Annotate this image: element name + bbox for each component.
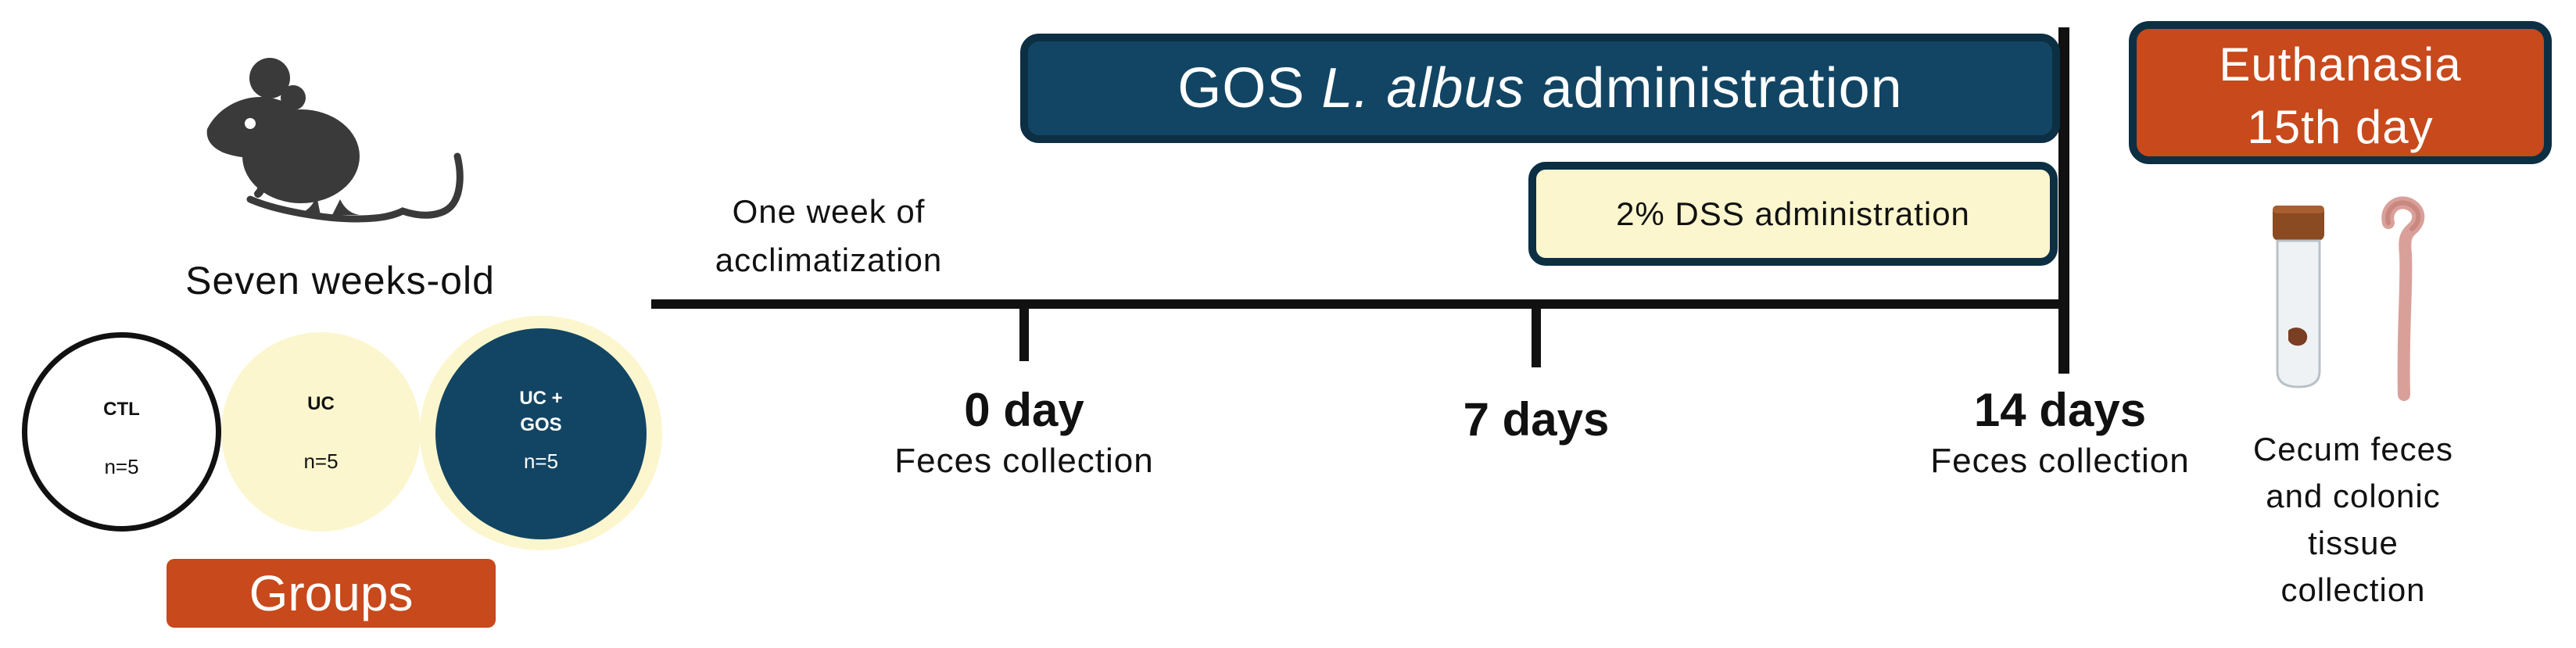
acclimatization-line2: acclimatization [715,242,943,278]
collection-line1: Cecum feces [2252,431,2454,467]
dss-administration-box: 2% DSS administration [1528,162,2058,266]
gos-species: L. albus [1321,57,1525,120]
collection-label: Cecum feces and colonic tissue collectio… [2220,426,2486,614]
group-uc-gos-label-line1: UC + [519,388,563,409]
group-ctl-circle: CTL n=5 [22,332,221,532]
euthanasia-line1: Euthanasia [2219,38,2462,91]
milestone-day-14: 14 days [1973,384,2147,436]
group-uc-gos-label-line2: GOS [520,414,562,435]
collection-line2: and colonic [2266,478,2441,514]
groups-title: Groups [167,559,496,628]
gos-suffix: administration [1524,57,1903,120]
colonic-tissue-icon [2381,196,2425,401]
mouse-icon [206,58,464,223]
milestone-day-7: 7 days [1463,393,1610,446]
sample-tube-icon [2273,206,2324,388]
milestone-day-14-note: Feces collection [1930,442,2190,480]
group-uc-gos-circle: UC + GOS n=5 [435,328,647,539]
group-uc-label: UC [307,393,335,414]
collection-line4: collection [2280,571,2426,608]
acclimatization-label: One week of acclimatization [672,188,985,285]
milestone-day-0: 0 day [964,384,1084,436]
group-ctl-n: n=5 [104,455,139,478]
collection-line3: tissue [2308,524,2399,561]
acclimatization-line1: One week of [732,193,926,230]
group-uc-gos-n: n=5 [523,449,559,473]
milestone-day-0-note: Feces collection [894,442,1154,480]
group-uc-circle: UC n=5 [221,332,421,532]
age-label: Seven weeks-old [185,259,495,303]
gos-prefix: GOS [1177,57,1322,120]
euthanasia-box: Euthanasia 15th day [2129,21,2552,164]
euthanasia-line2: 15th day [2247,101,2434,153]
gos-administration-box: GOS L. albus administration [1020,34,2060,143]
group-uc-n: n=5 [303,449,339,473]
group-ctl-label: CTL [103,399,140,420]
